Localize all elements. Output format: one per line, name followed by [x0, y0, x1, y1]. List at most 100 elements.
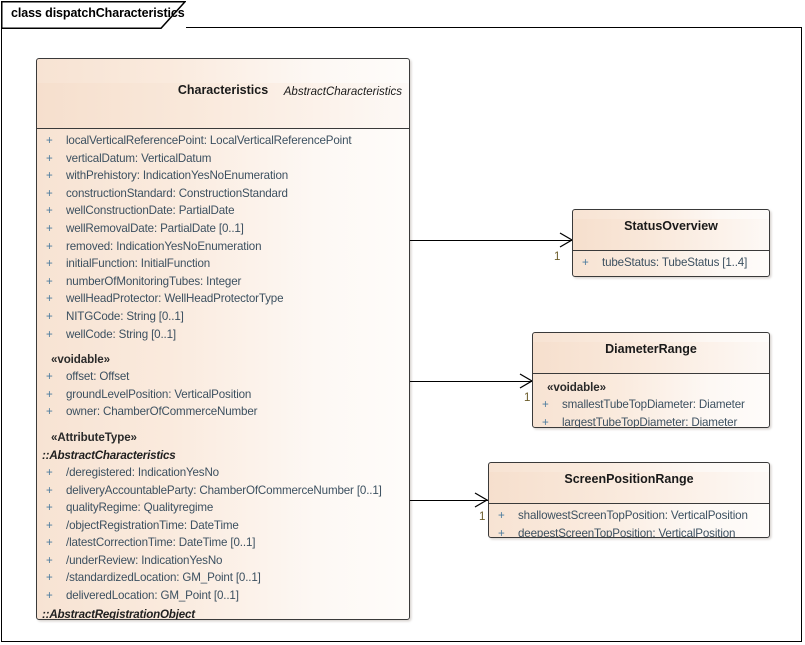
attribute-visibility: + [46, 501, 53, 515]
attribute-row: +/deregistered: IndicationYesNo [37, 464, 409, 482]
attribute-row: +localVerticalReferencePoint: LocalVerti… [37, 132, 409, 150]
class-parent-name: AbstractCharacteristics [283, 86, 402, 98]
class-box-status-overview[interactable]: StatusOverview + tubeStatus: TubeStatus [… [572, 209, 770, 277]
attribute-label: /underReview: IndicationYesNo [66, 553, 223, 567]
attribute-visibility: + [46, 274, 53, 288]
attribute-visibility: + [542, 415, 549, 428]
attribute-label: largestTubeTopDiameter: Diameter [562, 415, 738, 428]
attribute-row: + groundLevelPosition: VerticalPosition [37, 386, 409, 404]
attribute-label: /objectRegistrationTime: DateTime [66, 518, 239, 532]
attribute-label: removed: IndicationYesNoEnumeration [66, 239, 262, 253]
attribute-row: + offset: Offset [37, 368, 409, 386]
attribute-label: tubeStatus: TubeStatus [1..4] [602, 256, 748, 269]
connector-arrowhead-diameter-range [519, 373, 533, 389]
diagram-title-tab: class dispatchCharacteristics [1, 1, 186, 29]
class-name-diameter-range: DiameterRange [605, 342, 697, 356]
attribute-visibility: + [46, 483, 53, 497]
class-name-status-overview: StatusOverview [624, 219, 718, 233]
connector-arrowhead-status-overview [559, 232, 573, 248]
attribute-visibility: + [46, 387, 53, 401]
attribute-row: +wellHeadProtector: WellHeadProtectorTyp… [37, 290, 409, 308]
attribute-label: initialFunction: InitialFunction [66, 257, 211, 271]
attribute-label: owner: ChamberOfCommerceNumber [66, 405, 258, 419]
attribute-row: + qualityRegime: Qualityregime [37, 499, 409, 517]
stereotype-label: «AttributeType» [51, 430, 137, 444]
class-box-characteristics[interactable]: AbstractCharacteristics Characteristics … [36, 58, 410, 620]
attribute-visibility: + [46, 221, 53, 235]
attribute-row: + tubeStatus: TubeStatus [1..4] [573, 254, 769, 272]
connector-line-screen-position-range[interactable] [410, 500, 488, 501]
attribute-label: shallowestScreenTopPosition: VerticalPos… [518, 509, 748, 522]
diagram-frame [1, 27, 802, 642]
attribute-row: + withPrehistory: IndicationYesNoEnumerat… [37, 167, 409, 185]
attribute-visibility: + [46, 405, 53, 419]
attribute-visibility: + [46, 571, 53, 585]
attribute-label: smallestTubeTopDiameter: Diameter [562, 398, 745, 411]
attribute-label: /latestCorrectionTime: DateTime [0..1] [66, 536, 256, 550]
attribute-visibility: + [46, 327, 53, 341]
attribute-row: + wellRemovalDate: PartialDate [0..1] [37, 220, 409, 238]
attribute-visibility: + [46, 204, 53, 218]
attribute-visibility: + [46, 370, 53, 384]
attribute-visibility: + [46, 239, 53, 253]
diagram-title-tab-shape [1, 1, 186, 29]
class-attributes-characteristics: +localVerticalReferencePoint: LocalVerti… [37, 129, 409, 620]
attribute-label: deliveredLocation: GM_Point [0..1] [66, 589, 239, 603]
attribute-label: constructionStandard: ConstructionStanda… [66, 186, 288, 200]
attribute-row: + smallestTubeTopDiameter: Diameter [533, 396, 769, 414]
class-name-characteristics: Characteristics [177, 83, 269, 97]
attribute-row: + deliveredLocation: GM_Point [0..1] [37, 587, 409, 605]
stereotype-label: «voidable» [51, 353, 110, 367]
attribute-visibility: + [498, 526, 505, 538]
attribute-label: wellRemovalDate: PartialDate [0..1] [66, 221, 244, 235]
class-header-diameter-range: DiameterRange [533, 342, 769, 374]
attribute-visibility: + [46, 186, 53, 200]
attribute-row: + removed: IndicationYesNoEnumeration [37, 238, 409, 256]
attribute-row: + verticalDatum: VerticalDatum [37, 150, 409, 168]
attribute-row: + shallowestScreenTopPosition: VerticalPo… [489, 507, 769, 525]
class-box-diameter-range[interactable]: DiameterRange «voidable»+smallestTubeTop… [532, 332, 770, 428]
connector-line-diameter-range[interactable] [410, 381, 532, 382]
attribute-label: deliveryAccountableParty: ChamberOfComme… [66, 483, 382, 497]
attribute-visibility: + [46, 134, 53, 147]
connector-multiplicity-screen-position-range: 1 [479, 511, 486, 523]
attribute-visibility: + [498, 509, 505, 522]
attribute-row: + /objectRegistrationTime: DateTime [37, 517, 409, 535]
attribute-visibility: + [582, 256, 589, 269]
attribute-visibility: + [46, 151, 53, 165]
attribute-visibility: + [542, 398, 549, 411]
attribute-row: + largestTubeTopDiameter: Diameter [533, 414, 769, 428]
diagram-title: class dispatchCharacteristics [11, 6, 185, 20]
attribute-label: NITGCode: String [0..1] [66, 309, 184, 323]
connector-multiplicity-diameter-range: 1 [524, 392, 531, 404]
inherited-group-label: ::AbstractRegistrationObject [42, 607, 195, 620]
attribute-label: withPrehistory: IndicationYesNoEnumerati… [66, 169, 289, 183]
attribute-visibility: + [46, 536, 53, 550]
attribute-visibility: + [46, 292, 53, 306]
attribute-row: + /standardizedLocation: GM_Point [0..1] [37, 569, 409, 587]
attribute-visibility: + [46, 257, 53, 271]
attribute-visibility: + [46, 169, 53, 183]
attribute-label: verticalDatum: VerticalDatum [66, 151, 212, 165]
attribute-row: + deliveryAccountableParty: ChamberOfComm… [37, 482, 409, 500]
attribute-label: offset: Offset [66, 370, 130, 384]
attribute-visibility: + [46, 518, 53, 532]
class-box-screen-position-range[interactable]: ScreenPositionRange +shallowestScreenTop… [488, 462, 770, 538]
attribute-label: numberOfMonitoringTubes: Integer [66, 274, 242, 288]
attribute-row: +/underReview: IndicationYesNo [37, 552, 409, 570]
attribute-row: + initialFunction: InitialFunction [37, 255, 409, 273]
attribute-row: + numberOfMonitoringTubes: Integer [37, 273, 409, 291]
connector-multiplicity-status-overview: 1 [554, 251, 561, 263]
attribute-label: qualityRegime: Qualityregime [66, 501, 214, 515]
attribute-visibility: + [46, 589, 53, 603]
attribute-row: + /latestCorrectionTime: DateTime [0..1] [37, 534, 409, 552]
attribute-label: /standardizedLocation: GM_Point [0..1] [66, 571, 261, 585]
attribute-label: groundLevelPosition: VerticalPosition [66, 387, 252, 401]
attribute-visibility: + [46, 465, 53, 479]
diagram-frame-top-edge [186, 27, 802, 28]
connector-arrowhead-screen-position-range [474, 492, 488, 508]
attribute-label: wellCode: String [0..1] [66, 327, 176, 341]
class-attributes-diameter-range: «voidable»+smallestTubeTopDiameter: Diam… [533, 374, 769, 428]
connector-line-status-overview[interactable] [410, 240, 572, 241]
